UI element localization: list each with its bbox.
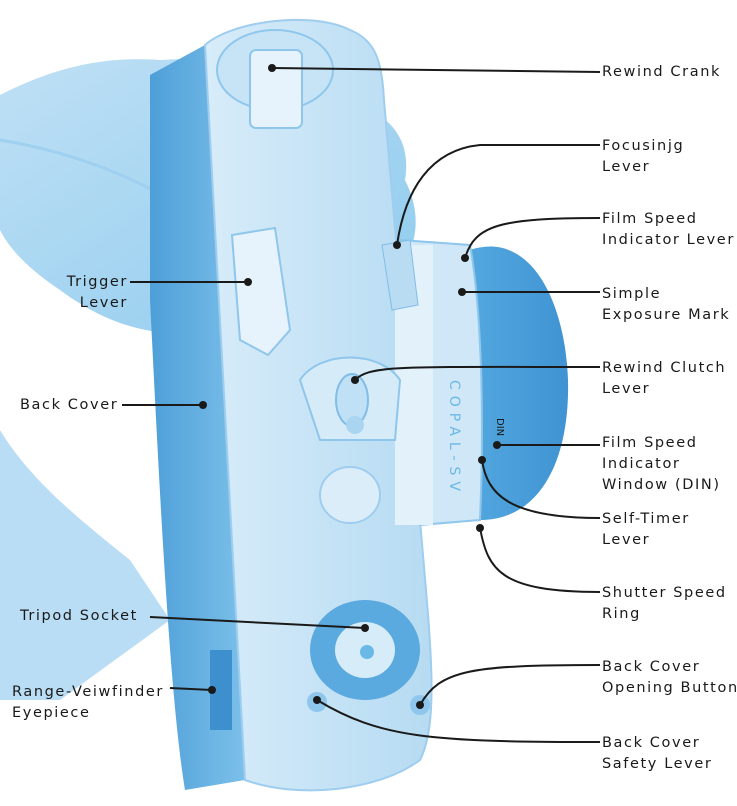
dot-range-viewfinder-eyepiece (208, 686, 216, 694)
tripod-socket-hole (360, 645, 374, 659)
dot-back-cover-safety-lever (313, 696, 321, 704)
label-rewind-clutch-lever: Rewind Clutch Lever (602, 358, 726, 400)
dot-shutter-speed-ring (476, 524, 484, 532)
dot-film-speed-indicator-lever (461, 254, 469, 262)
label-tripod-socket: Tripod Socket (20, 606, 138, 627)
dot-focusing-lever (393, 241, 401, 249)
dot-rewind-clutch-lever (351, 376, 359, 384)
label-focusing-lever: Focusinjg Lever (602, 136, 684, 178)
label-back-cover: Back Cover (20, 395, 118, 416)
dot-back-cover (199, 401, 207, 409)
label-rewind-crank: Rewind Crank (602, 62, 721, 83)
dot-tripod-socket (361, 624, 369, 632)
dot-rewind-crank (268, 64, 276, 72)
lens-din-text: DIN (494, 418, 505, 436)
label-film-speed-indicator-lever: Film Speed Indicator Lever (602, 209, 735, 251)
dot-simple-exposure-mark (458, 288, 466, 296)
leader-shutter-speed-ring (480, 528, 600, 592)
label-back-cover-opening-button: Back Cover Opening Button (602, 657, 737, 699)
label-simple-exposure-mark: Simple Exposure Mark (602, 284, 730, 326)
round-knob (320, 467, 380, 523)
dot-back-cover-opening-button (416, 701, 424, 709)
label-film-speed-indicator-window: Film Speed Indicator Window (DIN) (602, 433, 721, 496)
dot-self-timer-lever (478, 456, 486, 464)
dot-film-speed-indicator-window (493, 441, 501, 449)
lens-copal-text: COPAL-SV (446, 380, 462, 497)
dot-trigger-lever (244, 278, 252, 286)
label-back-cover-safety-lever: Back Cover Safety Lever (602, 733, 712, 775)
leader-focusing-lever (397, 145, 600, 245)
leader-back-cover-opening-button (420, 665, 600, 705)
lower-hand (0, 430, 170, 700)
rewind-crank-handle (250, 50, 302, 128)
label-shutter-speed-ring: Shutter Speed Ring (602, 583, 727, 625)
label-trigger-lever: Trigger Lever (40, 272, 128, 314)
label-self-timer-lever: Self-Timer Lever (602, 509, 690, 551)
label-range-viewfinder-eyepiece: Range-Veiwfinder Eyepiece (12, 682, 164, 724)
screw (346, 416, 364, 434)
